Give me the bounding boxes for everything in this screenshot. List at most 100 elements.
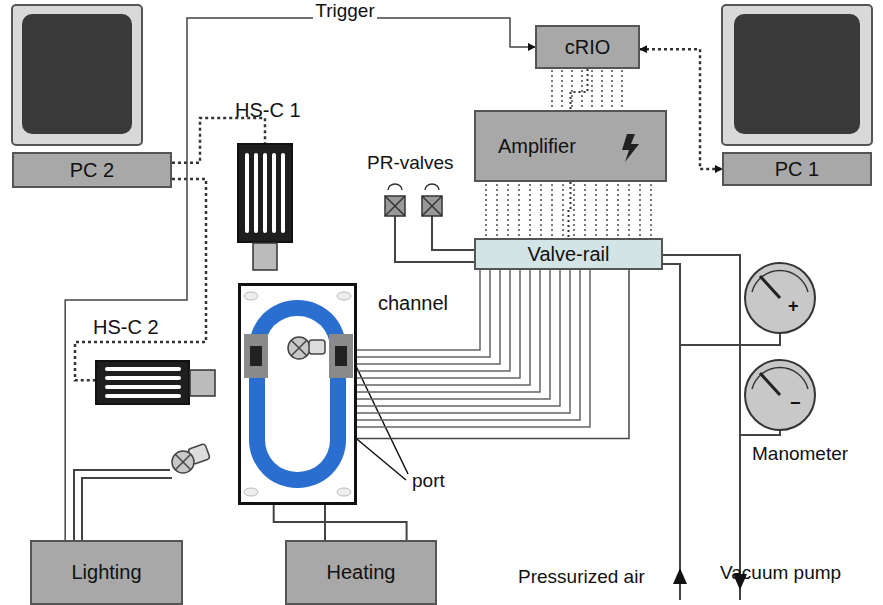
- node-label: Heating: [327, 561, 396, 584]
- channel-core: [265, 316, 330, 472]
- signal-wire: [581, 70, 583, 110]
- connector: [357, 270, 629, 438]
- cooling-fin: [105, 376, 181, 380]
- flow-arrowhead: [673, 568, 687, 584]
- part-label: PR-valves: [367, 152, 454, 174]
- part-label: port: [412, 470, 445, 492]
- node-label: HS-C 1: [235, 99, 301, 122]
- monitor: [722, 5, 872, 145]
- computer-box: PC 1: [722, 152, 872, 186]
- lamp-symbol: [172, 443, 210, 473]
- cooling-fin: [105, 385, 181, 389]
- pneumatic-lines: [395, 216, 780, 600]
- tube: [357, 270, 580, 420]
- valve-cross: [385, 196, 405, 216]
- lamp-socket: [309, 340, 325, 354]
- cooling-fin: [254, 153, 258, 233]
- tube: [357, 270, 550, 399]
- camera: HS-C 1: [237, 143, 293, 243]
- signal-wire: [551, 70, 553, 110]
- lamp-cross: [291, 340, 307, 356]
- gauge-needle: [760, 373, 780, 395]
- lighting-box: Lighting: [30, 540, 183, 605]
- valve-line: [395, 216, 474, 262]
- gauge-sign: +: [788, 296, 799, 317]
- gauge-face: [745, 263, 815, 333]
- signal-wire: [562, 184, 564, 238]
- node-graphic: [97, 362, 188, 403]
- valve-rail: Valve-rail: [474, 238, 663, 270]
- pressure-line: [663, 264, 680, 600]
- valve-cross: [422, 196, 442, 216]
- tube: [357, 270, 490, 357]
- signal-wire: [650, 184, 652, 238]
- leader-line: [354, 362, 408, 474]
- signal-wire: [507, 184, 509, 238]
- lamp-bulb: [288, 337, 310, 359]
- connector: [569, 182, 571, 238]
- tube: [357, 270, 530, 385]
- signal-wire: [561, 70, 563, 110]
- mount-pad: [337, 292, 351, 300]
- signal-wire: [540, 184, 542, 238]
- cooling-fin: [263, 153, 267, 233]
- valve-symbol: [385, 184, 442, 216]
- camera-lens: [253, 243, 277, 270]
- lamp-bulb: [172, 451, 194, 473]
- node-label: Amplifier: [498, 135, 576, 158]
- gauge-scale: [752, 271, 808, 292]
- node-label: Lighting: [71, 561, 141, 584]
- tube-bundle: [357, 270, 590, 427]
- signal-wire: [601, 70, 603, 110]
- monitor-frame: [722, 5, 872, 145]
- tube: [357, 270, 520, 378]
- tube: [357, 270, 560, 406]
- signal-wire: [496, 184, 498, 238]
- node-label: cRIO: [565, 36, 611, 59]
- monitor-frame: [12, 5, 142, 145]
- signal-wire: [485, 184, 487, 238]
- cooling-fin: [245, 153, 249, 233]
- connector: [571, 69, 588, 110]
- signal-wire: [518, 184, 520, 238]
- signal-wire: [621, 70, 623, 110]
- edge-label: Trigger: [313, 0, 376, 22]
- port-opening: [250, 346, 262, 366]
- manometer: [745, 263, 815, 430]
- part-label: Pressurized air: [518, 566, 645, 588]
- node-graphic: [241, 286, 354, 502]
- signal-wire: [595, 184, 597, 238]
- gauge-face: [745, 360, 815, 430]
- tube: [357, 270, 510, 371]
- camera-lens: [190, 370, 215, 396]
- controller-box: cRIO: [535, 25, 640, 69]
- gauge-line: [680, 333, 780, 345]
- gauge-sign: −: [790, 393, 801, 414]
- valve-handle: [425, 184, 439, 190]
- mount-pad: [244, 292, 258, 300]
- vacuum-line: [663, 255, 740, 600]
- signal-wire: [639, 184, 641, 238]
- node-label: Valve-rail: [528, 243, 610, 266]
- gauge-needle: [760, 276, 780, 298]
- valve-body: [422, 196, 442, 216]
- gauge-line: [740, 430, 780, 435]
- computer-box: PC 2: [12, 152, 172, 188]
- node-graphic: [239, 145, 291, 241]
- tube: [357, 270, 540, 392]
- signal-wire: [628, 184, 630, 238]
- tube: [357, 270, 480, 350]
- port-block: [329, 334, 353, 378]
- cooling-fin: [105, 367, 181, 371]
- node-label: HS-C 2: [93, 316, 159, 339]
- cooling-fin: [281, 153, 285, 233]
- cooling-fin: [272, 153, 276, 233]
- monitor: [12, 5, 142, 145]
- lamp-wires: [74, 470, 172, 540]
- mount-pad: [337, 488, 351, 496]
- cooling-fin: [105, 394, 181, 398]
- mount-pad: [244, 488, 258, 496]
- tube: [357, 270, 590, 427]
